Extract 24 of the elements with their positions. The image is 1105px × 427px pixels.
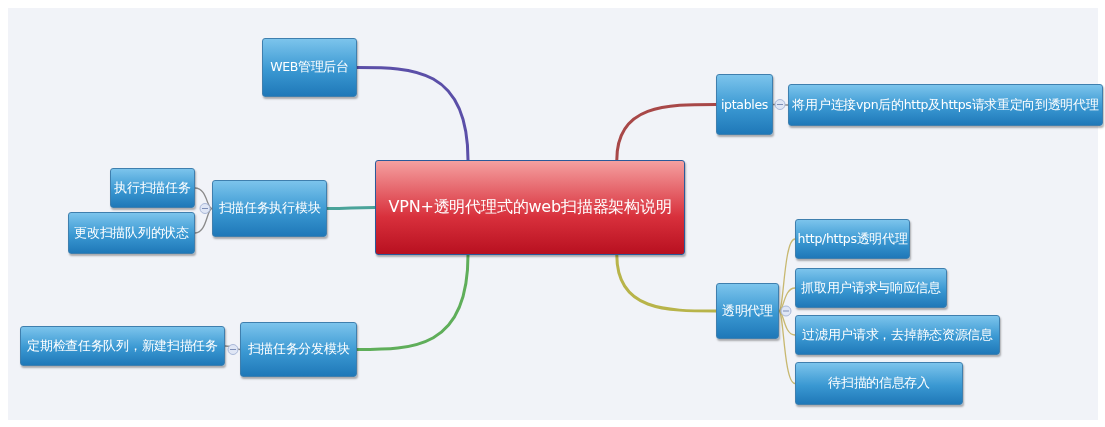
topic-box: 执行扫描任务 — [110, 168, 195, 208]
topic-box: 待扫描的信息存入 — [795, 362, 963, 405]
topic-box: 抓取用户请求与响应信息 — [795, 268, 947, 308]
topic-box: 更改扫描队列的状态 — [68, 212, 195, 254]
topic-box: 定期检查任务队列，新建扫描任务 — [20, 326, 225, 366]
branch-line — [778, 310, 796, 385]
branch-line — [194, 207, 213, 234]
topic-box: 将用户连接vpn后的http及https请求重定向到透明代理 — [788, 84, 1103, 126]
branch-line — [357, 66, 470, 161]
topic-box: http/https透明代理 — [795, 219, 910, 259]
topic-box: WEB管理后台 — [262, 38, 357, 97]
topic-box: 扫描任务执行模块 — [212, 180, 327, 237]
central-topic-box: VPN+透明代理式的web扫描器架构说明 — [375, 160, 685, 255]
topic-box: 过滤用户请求，去掉静态资源信息 — [795, 315, 1000, 355]
branch-line — [357, 254, 470, 351]
branch-line — [194, 187, 213, 210]
topic-box: 扫描任务分发模块 — [240, 322, 357, 377]
topic-box: iptables — [716, 74, 773, 135]
branch-line — [327, 206, 375, 210]
branch-line — [778, 238, 796, 312]
branch-line — [778, 287, 796, 312]
branch-line — [615, 254, 716, 313]
topic-box: 透明代理 — [716, 283, 779, 339]
branch-line — [615, 103, 716, 161]
